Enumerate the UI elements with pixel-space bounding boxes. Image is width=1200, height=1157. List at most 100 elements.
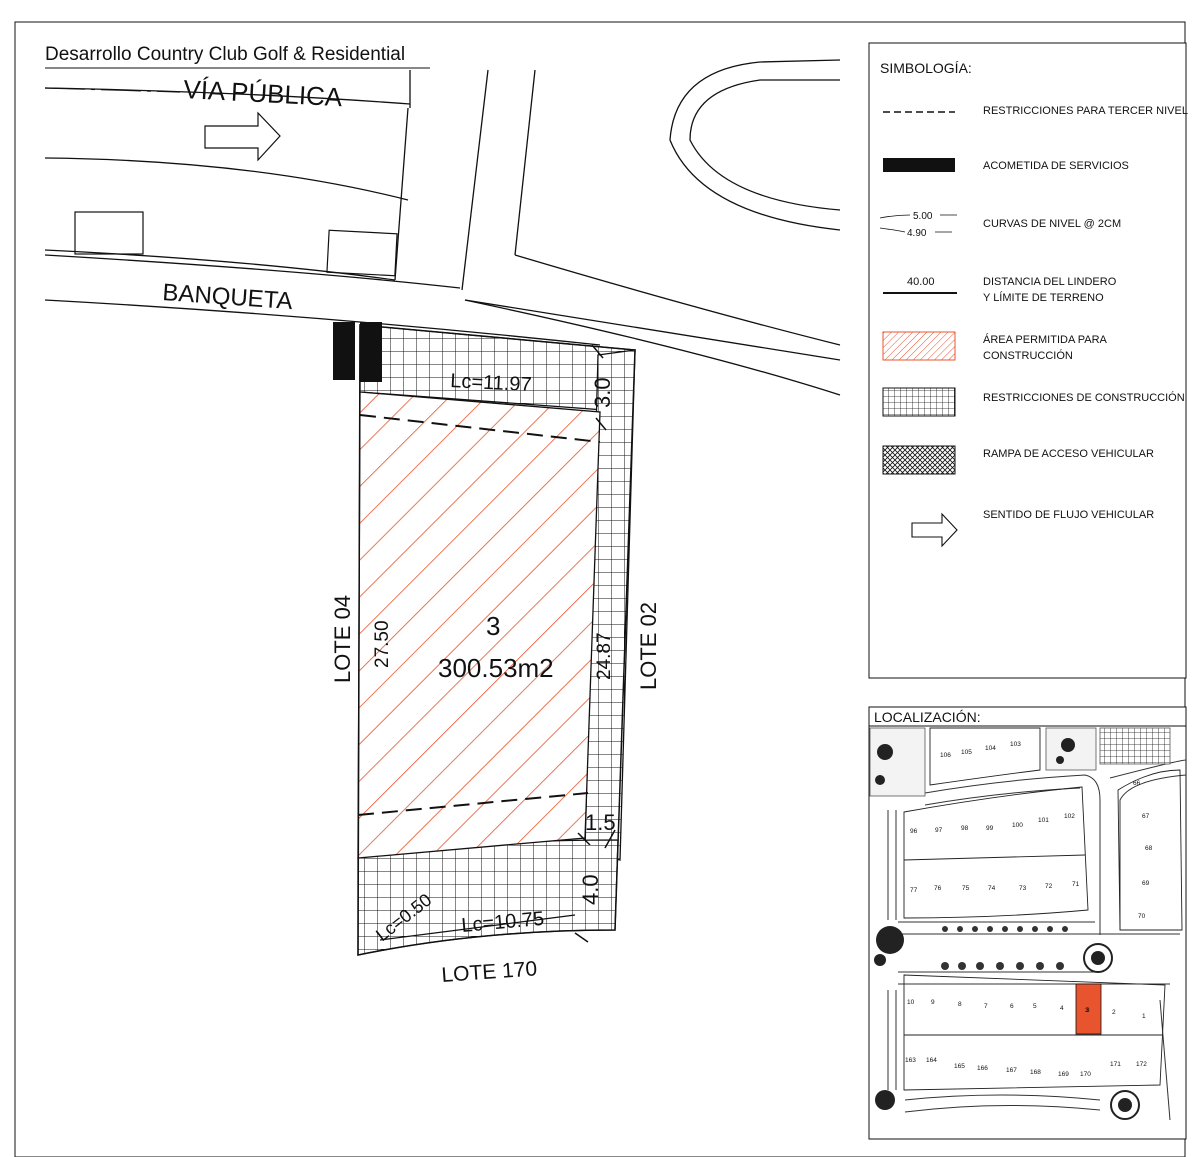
lot-boundary [357,324,636,956]
lot-num: 70 [1138,913,1146,920]
highlighted-lot [1075,983,1102,1035]
legend-crosshatch-symbol [882,445,956,475]
lot-num: 101 [1038,817,1049,824]
legend-contour-symbol [879,214,957,233]
legend-black-bar-symbol [883,158,955,172]
lot-num: 69 [1142,880,1150,887]
lot-num: 97 [935,827,943,834]
lot-num: 66 [1133,780,1141,787]
street-centerline [44,87,181,93]
front-arc-dimension: Lc=11.97 [450,370,532,396]
dim-tick [595,417,607,431]
lot-num: 6 [1010,1003,1014,1010]
lot-num: 96 [910,828,918,835]
parking-box-right [326,229,398,277]
lot-num: 164 [926,1057,937,1064]
project-title: Desarrollo Country Club Golf & Residenti… [45,44,405,65]
legend-label: Y LÍMITE DE TERRENO [983,291,1104,304]
lot-num: 166 [977,1065,988,1072]
lot-num: 72 [1045,883,1053,890]
lot-num: 76 [934,885,942,892]
highlighted-lot-number: 3 [1086,1007,1090,1014]
lot-num: 100 [1012,822,1023,829]
lot-num: 103 [1010,741,1021,748]
road-geometry [44,59,841,396]
trees [874,738,1140,1120]
lot-num: 105 [961,749,972,756]
lot-num: 8 [958,1001,962,1008]
legend-label: DISTANCIA DEL LINDERO [983,276,1117,288]
dim-tick [574,932,589,943]
lot-num: 1 [1142,1013,1146,1020]
legend-label: RAMPA DE ACCESO VEHICULAR [983,448,1154,460]
lot-3: 3 300.53m2 Lc=11.97 3.0 27.50 24.87 1.5 … [333,322,636,956]
lot-num: 169 [1058,1071,1069,1078]
legend-contour-value-b: 4.90 [907,228,927,239]
location-roads [887,759,1187,1121]
lot-num: 5 [1033,1003,1037,1010]
dim-tick [604,829,616,849]
location-blocks [903,727,1183,1091]
lot-area: 300.53m2 [438,653,554,683]
lot-num: 77 [910,887,918,894]
lot-num: 10 [907,999,915,1006]
left-side-dimension: 27.50 [372,620,393,668]
parking-area [1099,727,1171,765]
lot-num: 4 [1060,1005,1064,1012]
legend-title: SIMBOLOGÍA: [880,60,972,76]
park-area [869,727,926,797]
lot-num: 68 [1145,845,1153,852]
service-connection-1 [333,322,355,380]
lot-num: 99 [986,825,994,832]
lot-num: 9 [931,999,935,1006]
parking-box-left [74,211,144,255]
street-name: VÍA PÚBLICA [183,74,344,112]
lot-num: 67 [1142,813,1150,820]
lot-num: 104 [985,745,996,752]
rear-arc-leader [379,914,576,941]
lot-num: 170 [1080,1071,1091,1078]
legend-grid-hatch-symbol [882,387,956,417]
lot-num: 73 [1019,885,1027,892]
lot-num: 71 [1072,881,1080,888]
neighbor-left: LOTE 04 [330,595,355,683]
lot-num: 171 [1110,1061,1121,1068]
legend-label: CONSTRUCCIÓN [983,349,1073,362]
dim-tick [577,832,591,846]
rear-side-dimension: 1.5 [585,810,616,835]
lot-num: 165 [954,1063,965,1070]
boulevard-trees [941,926,1068,970]
legend-red-hatch-symbol [882,331,956,361]
flow-arrow-icon [204,111,281,162]
buildable-area [357,391,601,859]
right-side-dimension: 24.87 [594,632,615,680]
service-connection-2 [360,322,382,382]
lot-num: 98 [961,825,969,832]
legend-panel: SIMBOLOGÍA: RESTRICCIONES PARA TERCER NI… [868,42,1188,679]
lot-num: 168 [1030,1069,1041,1076]
legend-label: RESTRICCIONES DE CONSTRUCCIÓN [983,391,1185,404]
rear-setback-dimension: 4.0 [578,874,603,905]
legend-label: ÁREA PERMITIDA PARA [983,333,1108,346]
legend-label: RESTRICCIONES PARA TERCER NIVEL [983,105,1188,117]
lot-num: 106 [940,752,951,759]
neighbor-bottom: LOTE 170 [441,957,538,987]
legend-label: CURVAS DE NIVEL @ 2CM [983,218,1121,230]
location-title: LOCALIZACIÓN: [874,709,981,725]
sidewalk-label: BANQUETA [162,279,294,315]
lot-number: 3 [486,611,500,641]
legend-boundary-value: 40.00 [907,276,935,288]
location-map: LOCALIZACIÓN: [868,706,1187,1140]
third-level-line-top [359,414,601,443]
third-level-line-bottom [357,792,589,816]
lot-num: 74 [988,885,996,892]
legend-label: SENTIDO DE FLUJO VEHICULAR [983,509,1154,521]
front-setback-dimension: 3.0 [590,377,615,408]
location-lot-numbers: 106 105 104 103 96 97 98 99 100 101 102 … [905,741,1153,1078]
legend-arrow-icon [911,512,958,548]
neighbor-right: LOTE 02 [636,602,661,690]
legend-label: ACOMETIDA DE SERVICIOS [983,160,1129,172]
lot-num: 102 [1064,813,1075,820]
lot-num: 3 [1085,1007,1089,1014]
